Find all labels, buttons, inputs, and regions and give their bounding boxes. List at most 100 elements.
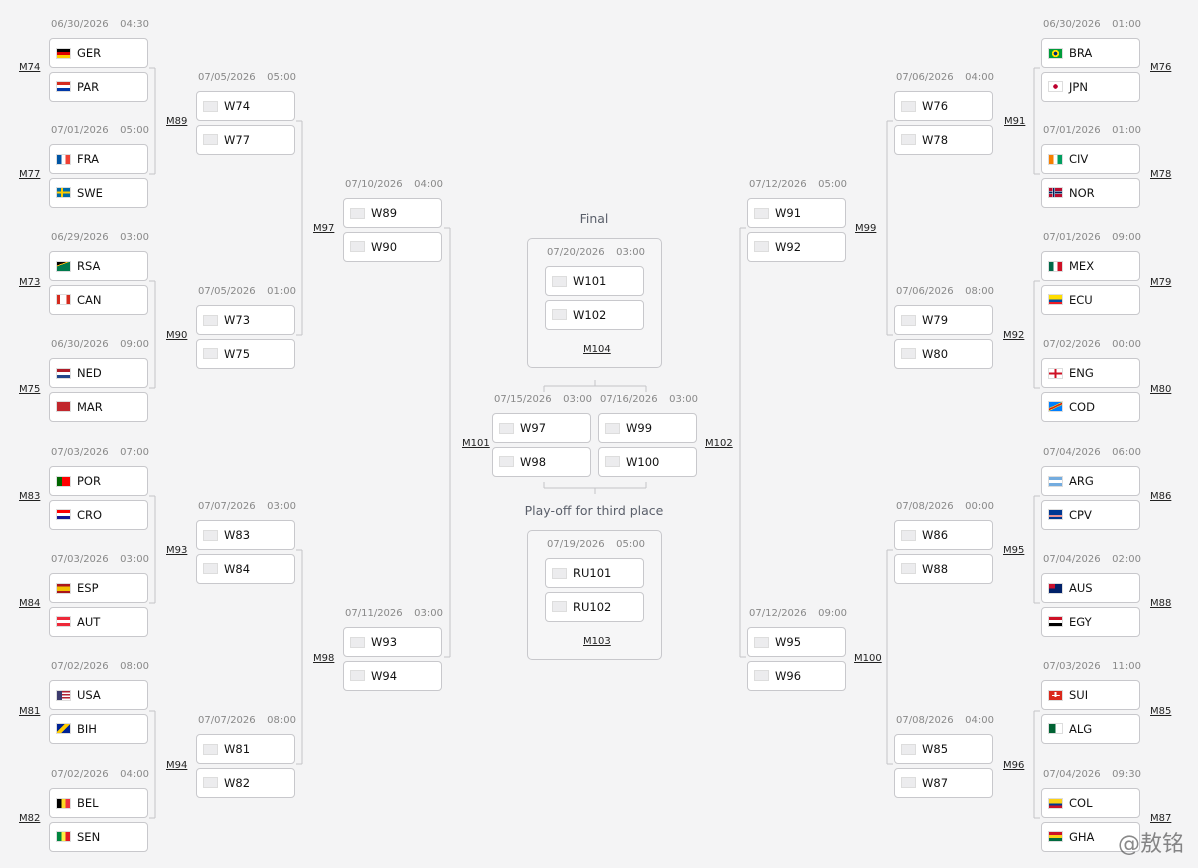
team-slot-w77[interactable]: W77 [196, 124, 295, 155]
match-label-m93[interactable]: M93 [166, 545, 188, 556]
match-label-m98[interactable]: M98 [313, 653, 335, 664]
team-slot-sui[interactable]: SUI [1041, 680, 1140, 710]
team-slot-can[interactable]: CAN [49, 284, 148, 315]
team-slot-w93[interactable]: W93 [343, 627, 442, 657]
match-label-m102[interactable]: M102 [705, 438, 733, 449]
team-slot-por[interactable]: POR [49, 466, 148, 496]
team-slot-sen[interactable]: SEN [49, 821, 148, 852]
match-label-m100[interactable]: M100 [854, 653, 882, 664]
match-label-m104[interactable]: M104 [583, 344, 611, 355]
team-slot-w81[interactable]: W81 [196, 734, 295, 764]
match-label-m96[interactable]: M96 [1003, 760, 1025, 771]
team-slot-w82[interactable]: W82 [196, 767, 295, 798]
team-slot-rsa[interactable]: RSA [49, 251, 148, 281]
team-slot-cod[interactable]: COD [1041, 391, 1140, 422]
match-label-m74[interactable]: M74 [19, 62, 41, 73]
team-slot-bel[interactable]: BEL [49, 788, 148, 818]
team-slot-ecu[interactable]: ECU [1041, 284, 1140, 315]
team-slot-ru102[interactable]: RU102 [545, 591, 644, 622]
team-slot-arg[interactable]: ARG [1041, 466, 1140, 496]
team-slot-eng[interactable]: ENG [1041, 358, 1140, 388]
team-slot-mex[interactable]: MEX [1041, 251, 1140, 281]
team-slot-w84[interactable]: W84 [196, 553, 295, 584]
team-slot-ru101[interactable]: RU101 [545, 558, 644, 588]
team-slot-usa[interactable]: USA [49, 680, 148, 710]
team-slot-w88[interactable]: W88 [894, 553, 993, 584]
match-label-m99[interactable]: M99 [855, 223, 877, 234]
match-label-m89[interactable]: M89 [166, 116, 188, 127]
team-slot-bih[interactable]: BIH [49, 713, 148, 744]
match-label-m97[interactable]: M97 [313, 223, 335, 234]
team-slot-w74[interactable]: W74 [196, 91, 295, 121]
match-label-m88[interactable]: M88 [1150, 598, 1172, 609]
team-slot-aut[interactable]: AUT [49, 606, 148, 637]
match-label-m94[interactable]: M94 [166, 760, 188, 771]
match-label-m73[interactable]: M73 [19, 277, 41, 288]
team-slot-alg[interactable]: ALG [1041, 713, 1140, 744]
match-label-m95[interactable]: M95 [1003, 545, 1025, 556]
team-slot-swe[interactable]: SWE [49, 177, 148, 208]
team-slot-w90[interactable]: W90 [343, 231, 442, 262]
match-label-m101[interactable]: M101 [462, 438, 490, 449]
team-slot-aus[interactable]: AUS [1041, 573, 1140, 603]
match-label-m80[interactable]: M80 [1150, 384, 1172, 395]
team-slot-w80[interactable]: W80 [894, 338, 993, 369]
team-slot-esp[interactable]: ESP [49, 573, 148, 603]
team-slot-mar[interactable]: MAR [49, 391, 148, 422]
match-label-m76[interactable]: M76 [1150, 62, 1172, 73]
match-label-m103[interactable]: M103 [583, 636, 611, 647]
team-slot-fra[interactable]: FRA [49, 144, 148, 174]
placeholder-flag-icon [203, 529, 218, 541]
team-slot-w89[interactable]: W89 [343, 198, 442, 228]
match-label-m79[interactable]: M79 [1150, 277, 1172, 288]
team-slot-w83[interactable]: W83 [196, 520, 295, 550]
team-slot-w76[interactable]: W76 [894, 91, 993, 121]
team-slot-w85[interactable]: W85 [894, 734, 993, 764]
team-slot-w100[interactable]: W100 [598, 446, 697, 477]
team-slot-w96[interactable]: W96 [747, 660, 846, 691]
match-label-m77[interactable]: M77 [19, 169, 41, 180]
team-slot-w94[interactable]: W94 [343, 660, 442, 691]
match-label-m91[interactable]: M91 [1004, 116, 1026, 127]
team-slot-w97[interactable]: W97 [492, 413, 591, 443]
team-slot-nor[interactable]: NOR [1041, 177, 1140, 208]
team-slot-col[interactable]: COL [1041, 788, 1140, 818]
team-slot-ned[interactable]: NED [49, 358, 148, 388]
team-code: W100 [626, 454, 660, 469]
team-slot-cpv[interactable]: CPV [1041, 499, 1140, 530]
match-label-m75[interactable]: M75 [19, 384, 41, 395]
team-slot-w75[interactable]: W75 [196, 338, 295, 369]
team-slot-w101[interactable]: W101 [545, 266, 644, 296]
team-slot-w92[interactable]: W92 [747, 231, 846, 262]
team-slot-civ[interactable]: CIV [1041, 144, 1140, 174]
match-label-m86[interactable]: M86 [1150, 491, 1172, 502]
team-slot-w102[interactable]: W102 [545, 299, 644, 330]
team-slot-w79[interactable]: W79 [894, 305, 993, 335]
team-slot-w91[interactable]: W91 [747, 198, 846, 228]
match-date: 07/08/2026 [896, 715, 954, 726]
team-slot-w78[interactable]: W78 [894, 124, 993, 155]
team-slot-w95[interactable]: W95 [747, 627, 846, 657]
team-slot-cro[interactable]: CRO [49, 499, 148, 530]
team-slot-egy[interactable]: EGY [1041, 606, 1140, 637]
match-label-m78[interactable]: M78 [1150, 169, 1172, 180]
team-slot-gha[interactable]: GHA [1041, 821, 1140, 852]
team-slot-bra[interactable]: BRA [1041, 38, 1140, 68]
match-label-m83[interactable]: M83 [19, 491, 41, 502]
team-slot-w87[interactable]: W87 [894, 767, 993, 798]
match-label-m87[interactable]: M87 [1150, 813, 1172, 824]
match-label-m92[interactable]: M92 [1003, 330, 1025, 341]
team-slot-w98[interactable]: W98 [492, 446, 591, 477]
match-label-m90[interactable]: M90 [166, 330, 188, 341]
match-label-m85[interactable]: M85 [1150, 706, 1172, 717]
team-slot-ger[interactable]: GER [49, 38, 148, 68]
match-label-m84[interactable]: M84 [19, 598, 41, 609]
team-slot-w99[interactable]: W99 [598, 413, 697, 443]
team-slot-par[interactable]: PAR [49, 71, 148, 102]
team-code: W92 [775, 239, 802, 254]
team-slot-jpn[interactable]: JPN [1041, 71, 1140, 102]
team-slot-w73[interactable]: W73 [196, 305, 295, 335]
team-slot-w86[interactable]: W86 [894, 520, 993, 550]
match-label-m82[interactable]: M82 [19, 813, 41, 824]
match-label-m81[interactable]: M81 [19, 706, 41, 717]
